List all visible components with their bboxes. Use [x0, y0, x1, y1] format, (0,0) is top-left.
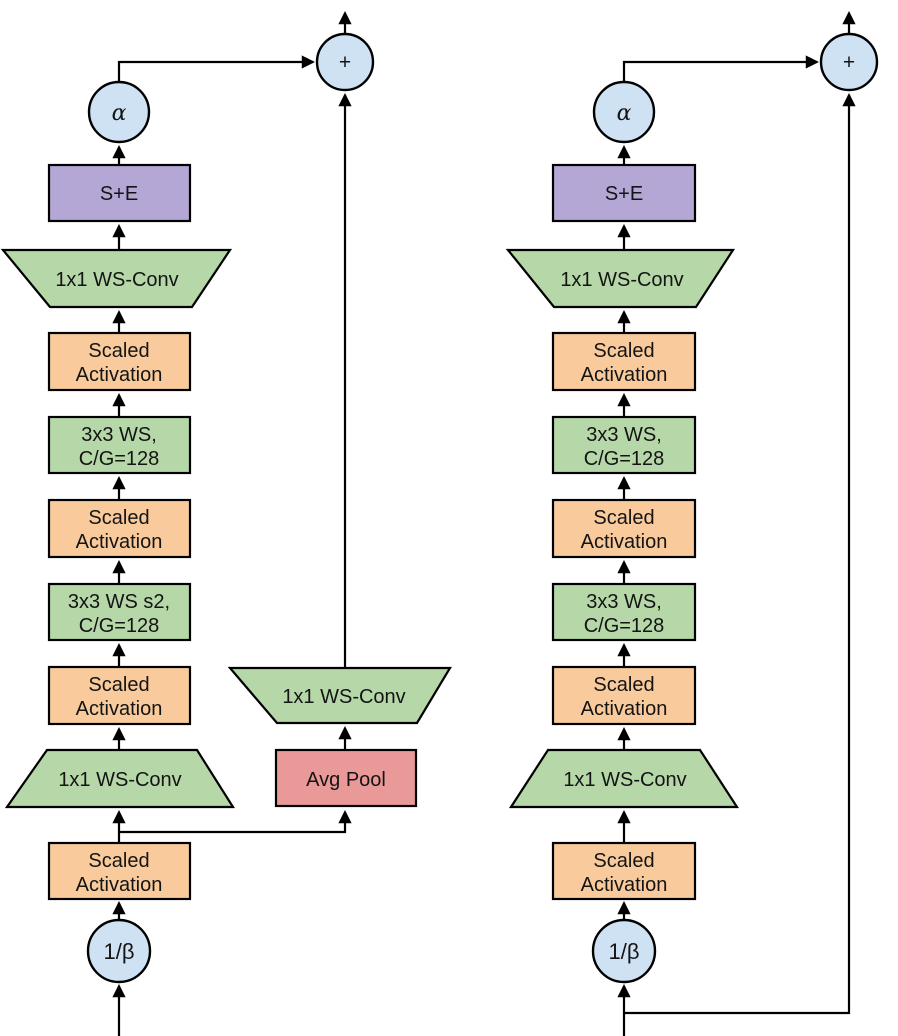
alpha-scale-node — [592, 80, 656, 144]
conv-1x1-trapezoid — [4, 748, 235, 809]
scaled-activation-label: Activation — [76, 364, 163, 386]
conv-3x3-label: 3x3 WS, — [81, 424, 157, 446]
residual-block: 1/β Scaled Activation 1x1 WS-Conv Scaled… — [505, 11, 879, 1036]
edge-branch-to-avgpool — [119, 810, 352, 834]
conv-1x1-label: 1x1 WS-Conv — [560, 269, 683, 291]
scaled-activation-box — [47, 498, 192, 559]
alpha-scale-label: α — [112, 101, 127, 126]
scaled-activation-label: Activation — [581, 364, 668, 386]
add-label: + — [843, 51, 855, 74]
conv-group-label: C/G=128 — [584, 448, 665, 470]
scaled-activation-label: Scaled — [88, 674, 149, 696]
scaled-activation-label: Scaled — [88, 850, 149, 872]
conv-1x1-label: 1x1 WS-Conv — [563, 769, 686, 791]
squeeze-excite-box — [47, 163, 192, 223]
scaled-activation-label: Scaled — [593, 674, 654, 696]
conv-1x1-trapezoid — [508, 748, 740, 809]
scaled-activation-box — [551, 665, 697, 726]
beta-scale-node — [591, 918, 657, 984]
squeeze-excite-box — [551, 163, 697, 223]
squeeze-excite-label: S+E — [605, 183, 643, 205]
conv-1x1-expand-trapezoid — [505, 248, 736, 309]
conv-1x1-label: 1x1 WS-Conv — [58, 769, 181, 791]
conv-3x3-label: 3x3 WS, — [586, 424, 662, 446]
scaled-activation-label: Activation — [76, 698, 163, 720]
alpha-scale-node — [87, 80, 151, 144]
conv-3x3-box — [551, 582, 697, 642]
scaled-activation-label: Activation — [581, 531, 668, 553]
add-label: + — [339, 51, 351, 74]
squeeze-excite-label: S+E — [100, 183, 138, 205]
edge-alpha-to-plus — [117, 55, 315, 82]
scaled-activation-box — [47, 331, 192, 392]
conv-group-label: C/G=128 — [79, 448, 160, 470]
scaled-activation-label: Activation — [76, 531, 163, 553]
scaled-activation-label: Scaled — [88, 507, 149, 529]
scaled-activation-label: Scaled — [593, 507, 654, 529]
scaled-activation-box — [47, 665, 192, 726]
conv-3x3-box — [551, 415, 697, 475]
conv-1x1-expand-trapezoid — [0, 248, 233, 309]
conv-3x3-label: 3x3 WS, — [586, 591, 662, 613]
beta-scale-label: 1/β — [608, 939, 639, 964]
conv-1x1-label: 1x1 WS-Conv — [282, 686, 405, 708]
conv-3x3-box — [47, 415, 192, 475]
scaled-activation-label: Scaled — [593, 340, 654, 362]
alpha-scale-label: α — [617, 101, 632, 126]
transition-block: 1/β Scaled Activation 1x1 WS-Conv Scaled… — [0, 11, 452, 1036]
scaled-activation-label: Scaled — [88, 340, 149, 362]
scaled-activation-box — [47, 841, 192, 901]
add-node — [315, 32, 375, 92]
avg-pool-box — [274, 748, 418, 808]
scaled-activation-box — [551, 498, 697, 559]
conv-group-label: C/G=128 — [584, 615, 665, 637]
scaled-activation-label: Activation — [76, 874, 163, 896]
conv-1x1-skip-trapezoid — [227, 666, 452, 725]
add-node — [819, 32, 879, 92]
scaled-activation-box — [551, 841, 697, 901]
conv-group-label: C/G=128 — [79, 615, 160, 637]
conv-1x1-label: 1x1 WS-Conv — [55, 269, 178, 291]
scaled-activation-label: Activation — [581, 698, 668, 720]
beta-scale-label: 1/β — [103, 939, 134, 964]
scaled-activation-label: Activation — [581, 874, 668, 896]
edge-skip-to-plus — [624, 93, 856, 1015]
beta-scale-node — [86, 918, 152, 984]
scaled-activation-label: Scaled — [593, 850, 654, 872]
scaled-activation-box — [551, 331, 697, 392]
conv-3x3-s2-label: 3x3 WS s2, — [68, 591, 170, 613]
avg-pool-label: Avg Pool — [306, 769, 386, 791]
conv-3x3-s2-box — [47, 582, 192, 642]
edge-alpha-to-plus — [622, 55, 819, 82]
